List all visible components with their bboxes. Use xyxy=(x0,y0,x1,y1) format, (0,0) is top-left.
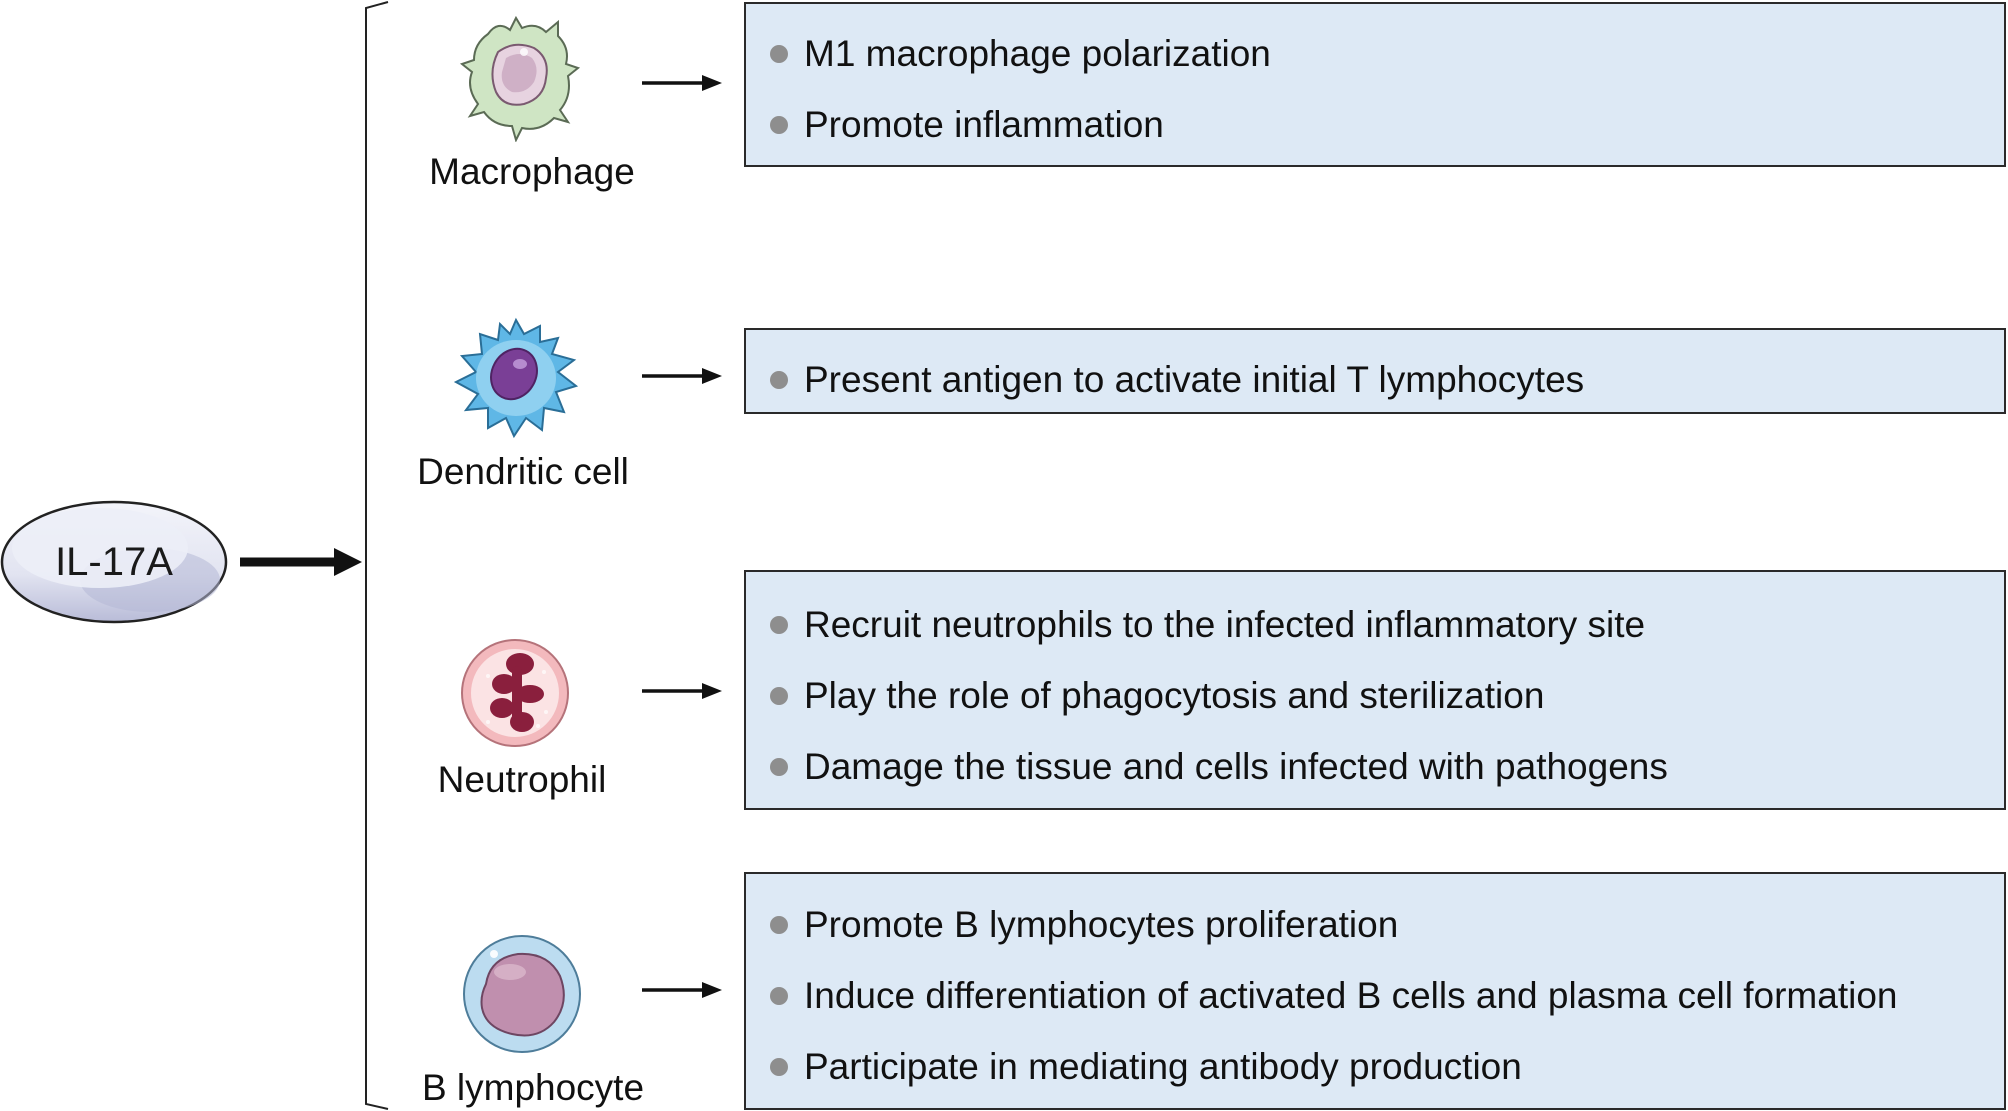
effects-box-dendritic: Present antigen to activate initial T ly… xyxy=(744,328,2006,414)
effect-item: Induce differentiation of activated B ce… xyxy=(746,974,2004,1018)
main-arrow xyxy=(240,548,362,576)
effect-item: Promote inflammation xyxy=(746,103,2004,147)
cell-label-b-lymphocyte: B lymphocyte xyxy=(421,1067,645,1108)
bullet-icon xyxy=(770,1058,788,1076)
effects-list: Promote B lymphocytes proliferation Indu… xyxy=(746,903,2004,1089)
dendritic-cell-icon xyxy=(453,317,579,439)
il17a-label: IL-17A xyxy=(55,540,173,584)
cell-label-neutrophil: Neutrophil xyxy=(437,759,607,800)
effect-item: Recruit neutrophils to the infected infl… xyxy=(746,603,2004,647)
bullet-icon xyxy=(770,758,788,776)
bullet-icon xyxy=(770,616,788,634)
arrow-macrophage xyxy=(642,75,722,91)
b-lymphocyte-cell-icon xyxy=(463,935,581,1053)
effects-box-neutrophil: Recruit neutrophils to the infected infl… xyxy=(744,570,2006,810)
macrophage-cell-icon xyxy=(459,15,581,142)
bracket xyxy=(365,1,389,1110)
effects-box-b-lymphocyte: Promote B lymphocytes proliferation Indu… xyxy=(744,872,2006,1110)
effects-list: Recruit neutrophils to the infected infl… xyxy=(746,603,2004,789)
bullet-icon xyxy=(770,916,788,934)
arrow-dendritic xyxy=(642,368,722,384)
effect-item: Play the role of phagocytosis and steril… xyxy=(746,674,2004,718)
bullet-icon xyxy=(770,687,788,705)
cell-label-macrophage: Macrophage xyxy=(429,151,635,192)
effect-item: Promote B lymphocytes proliferation xyxy=(746,903,2004,947)
neutrophil-cell-icon xyxy=(461,639,569,747)
effect-item: Damage the tissue and cells infected wit… xyxy=(746,745,2004,789)
il17a-node-shape xyxy=(0,500,228,624)
effect-item: M1 macrophage polarization xyxy=(746,32,2004,76)
bullet-icon xyxy=(770,987,788,1005)
cell-label-dendritic: Dendritic cell xyxy=(417,451,629,492)
effects-list: M1 macrophage polarization Promote infla… xyxy=(746,32,2004,147)
arrow-neutrophil xyxy=(642,683,722,699)
bullet-icon xyxy=(770,371,788,389)
bullet-icon xyxy=(770,45,788,63)
effect-item: Present antigen to activate initial T ly… xyxy=(746,358,2004,402)
effects-box-macrophage: M1 macrophage polarization Promote infla… xyxy=(744,2,2006,167)
arrow-b-lymphocyte xyxy=(642,982,722,998)
effect-item: Participate in mediating antibody produc… xyxy=(746,1045,2004,1089)
effects-list: Present antigen to activate initial T ly… xyxy=(746,358,2004,402)
bullet-icon xyxy=(770,116,788,134)
